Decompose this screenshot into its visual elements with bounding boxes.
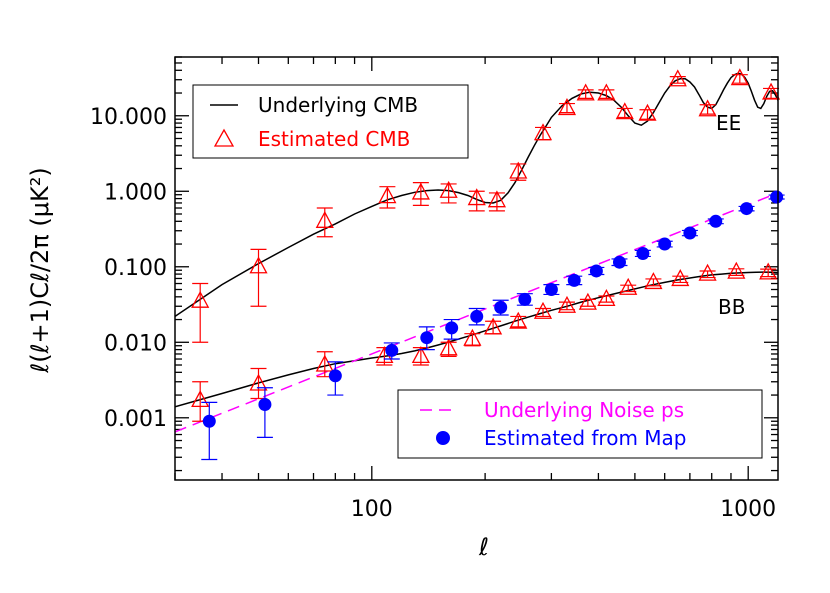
noise_est-point [683,226,697,240]
ee_est-point [378,186,397,204]
bb_est-point [484,317,503,335]
bb_theory-curve [175,271,778,408]
bb_est-point [191,390,210,408]
noise_est-point [636,246,650,260]
noise_est-point [740,202,754,216]
noise_est-point [589,264,603,278]
x-axis-label: ℓ [478,533,489,561]
legend-estimated-cmb-triangle-icon [213,128,235,147]
noise_est-point [494,300,508,314]
ee_est-point [487,190,507,208]
legend-map-estimate-circle-icon [436,431,450,445]
noise_est-point [420,331,434,345]
ee_est-point [730,68,749,86]
legend-underlying-cmb-label: Underlying CMB [258,93,418,117]
ee_est-point [668,69,687,87]
legend-map-estimate-label: Estimated from Map [484,426,687,450]
bb_est-point [698,263,717,281]
bb_est-point [557,295,577,313]
noise_est-point [470,309,484,323]
noise_est-point [328,369,342,383]
noise_est-point [518,292,532,306]
ee_est-point [698,99,717,117]
labels-layer: 100 1000 0.001 0.010 0.100 1.000 10.000 [90,105,776,522]
bb_est-point [315,354,334,372]
legend-noise-label: Underlying Noise ps [484,398,684,422]
bb_est-point [671,269,690,287]
x-tick-label: 1000 [720,497,776,522]
noise_est-point [709,214,723,228]
legend-top-frame [192,84,469,159]
noise_est-point [612,255,626,269]
y-tick-label: 0.100 [104,256,167,281]
legend-estimated-cmb-label: Estimated CMB [258,127,410,151]
noise_est-point [445,321,459,335]
bb_est-point [644,272,663,290]
series-layer [175,68,785,461]
noise_est-point [567,273,581,287]
bb_est-point [533,301,553,319]
bb_est-point [439,338,458,356]
bb_est-point [411,346,430,364]
bb_est-point [509,311,528,329]
ee_est-point [761,82,781,100]
noise_est-point [770,190,784,204]
y-axis-label: ℓ(ℓ+1)Cℓ/2π (μK²) [26,167,54,373]
x-tick-label: 100 [351,497,393,522]
legend-bottom: Underlying Noise ps Estimated from Map [397,389,763,459]
ee_est-point [576,83,595,101]
ee-curve-label: EE [716,111,741,135]
noise_est-point [658,237,672,251]
bb_est-point [597,288,616,307]
ee_est-point [439,180,458,198]
ee_est-point [638,103,657,121]
legend-bottom-frame [397,389,763,459]
ee_est-point [615,102,634,120]
bb_est-point [463,328,482,346]
ee_est-point [191,290,210,308]
ee_est-point [597,83,616,101]
bb-curve-label: BB [718,295,745,319]
ee_est-point [467,188,486,206]
bb_est-point [249,373,268,391]
y-tick-label: 0.001 [104,407,167,432]
noise_est-point [202,414,216,428]
ee_est-point [315,210,334,228]
ee_est-point [509,161,528,179]
bb_est-point [578,292,597,310]
y-tick-label: 1.000 [104,180,167,205]
ee_est-point [557,98,577,116]
y-tick-label: 0.010 [104,331,167,356]
plot-frame [174,56,779,481]
y-tick-label: 10.000 [90,105,167,130]
ee_est-point [533,123,553,141]
noise_est-point [385,343,399,357]
noise_est-point [544,283,558,297]
ee_est-point [411,182,430,200]
bb_est-point [619,277,638,295]
ee_est-point [249,256,268,274]
noise_est-point [258,397,272,411]
bb_est-point [759,262,778,280]
bb_est-point [727,261,746,279]
legend-top: Underlying CMB Estimated CMB [192,84,469,159]
